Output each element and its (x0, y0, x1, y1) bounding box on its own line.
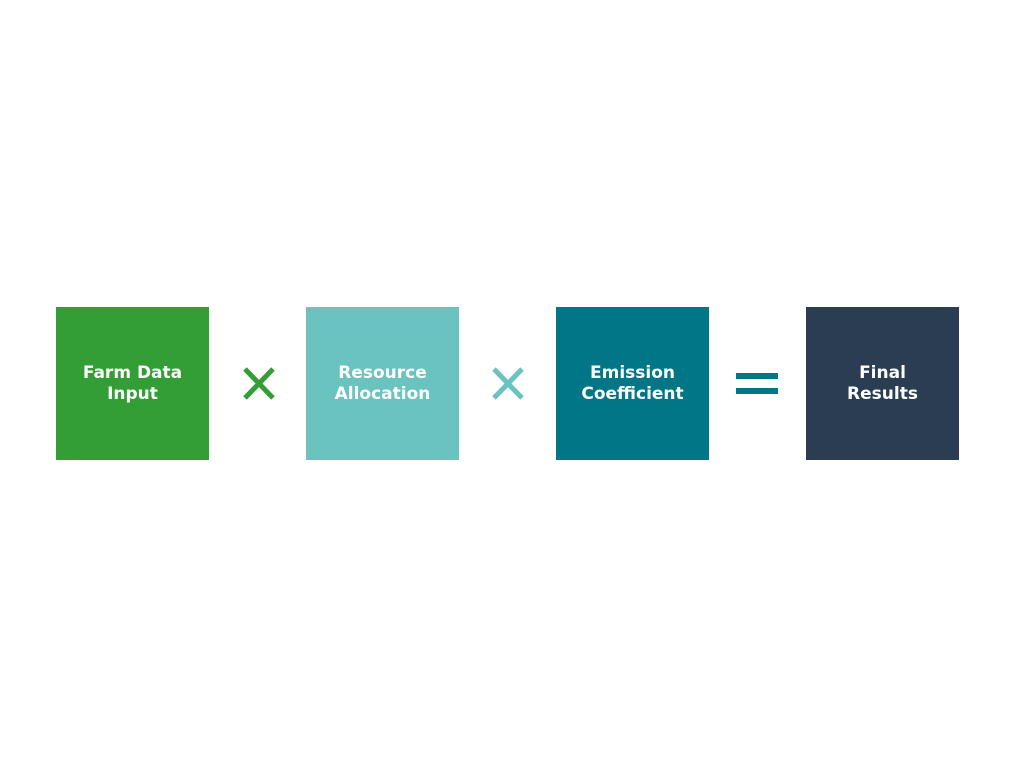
box-final-results: Final Results (806, 307, 959, 460)
box-label: Farm Data Input (82, 362, 183, 404)
box-resource-allocation: Resource Allocation (306, 307, 459, 460)
box-farm-data-input: Farm Data Input (56, 307, 209, 460)
multiply-icon (243, 367, 275, 400)
box-emission-coefficient: Emission Coefficient (556, 307, 709, 460)
box-label: Resource Allocation (334, 362, 431, 404)
box-label: Emission Coefficient (581, 362, 684, 404)
multiply-icon (492, 367, 524, 400)
multiply-operator (486, 362, 530, 406)
box-label: Final Results (847, 362, 918, 404)
equals-icon (736, 373, 778, 394)
multiply-operator (237, 362, 281, 406)
equals-operator (735, 362, 779, 406)
